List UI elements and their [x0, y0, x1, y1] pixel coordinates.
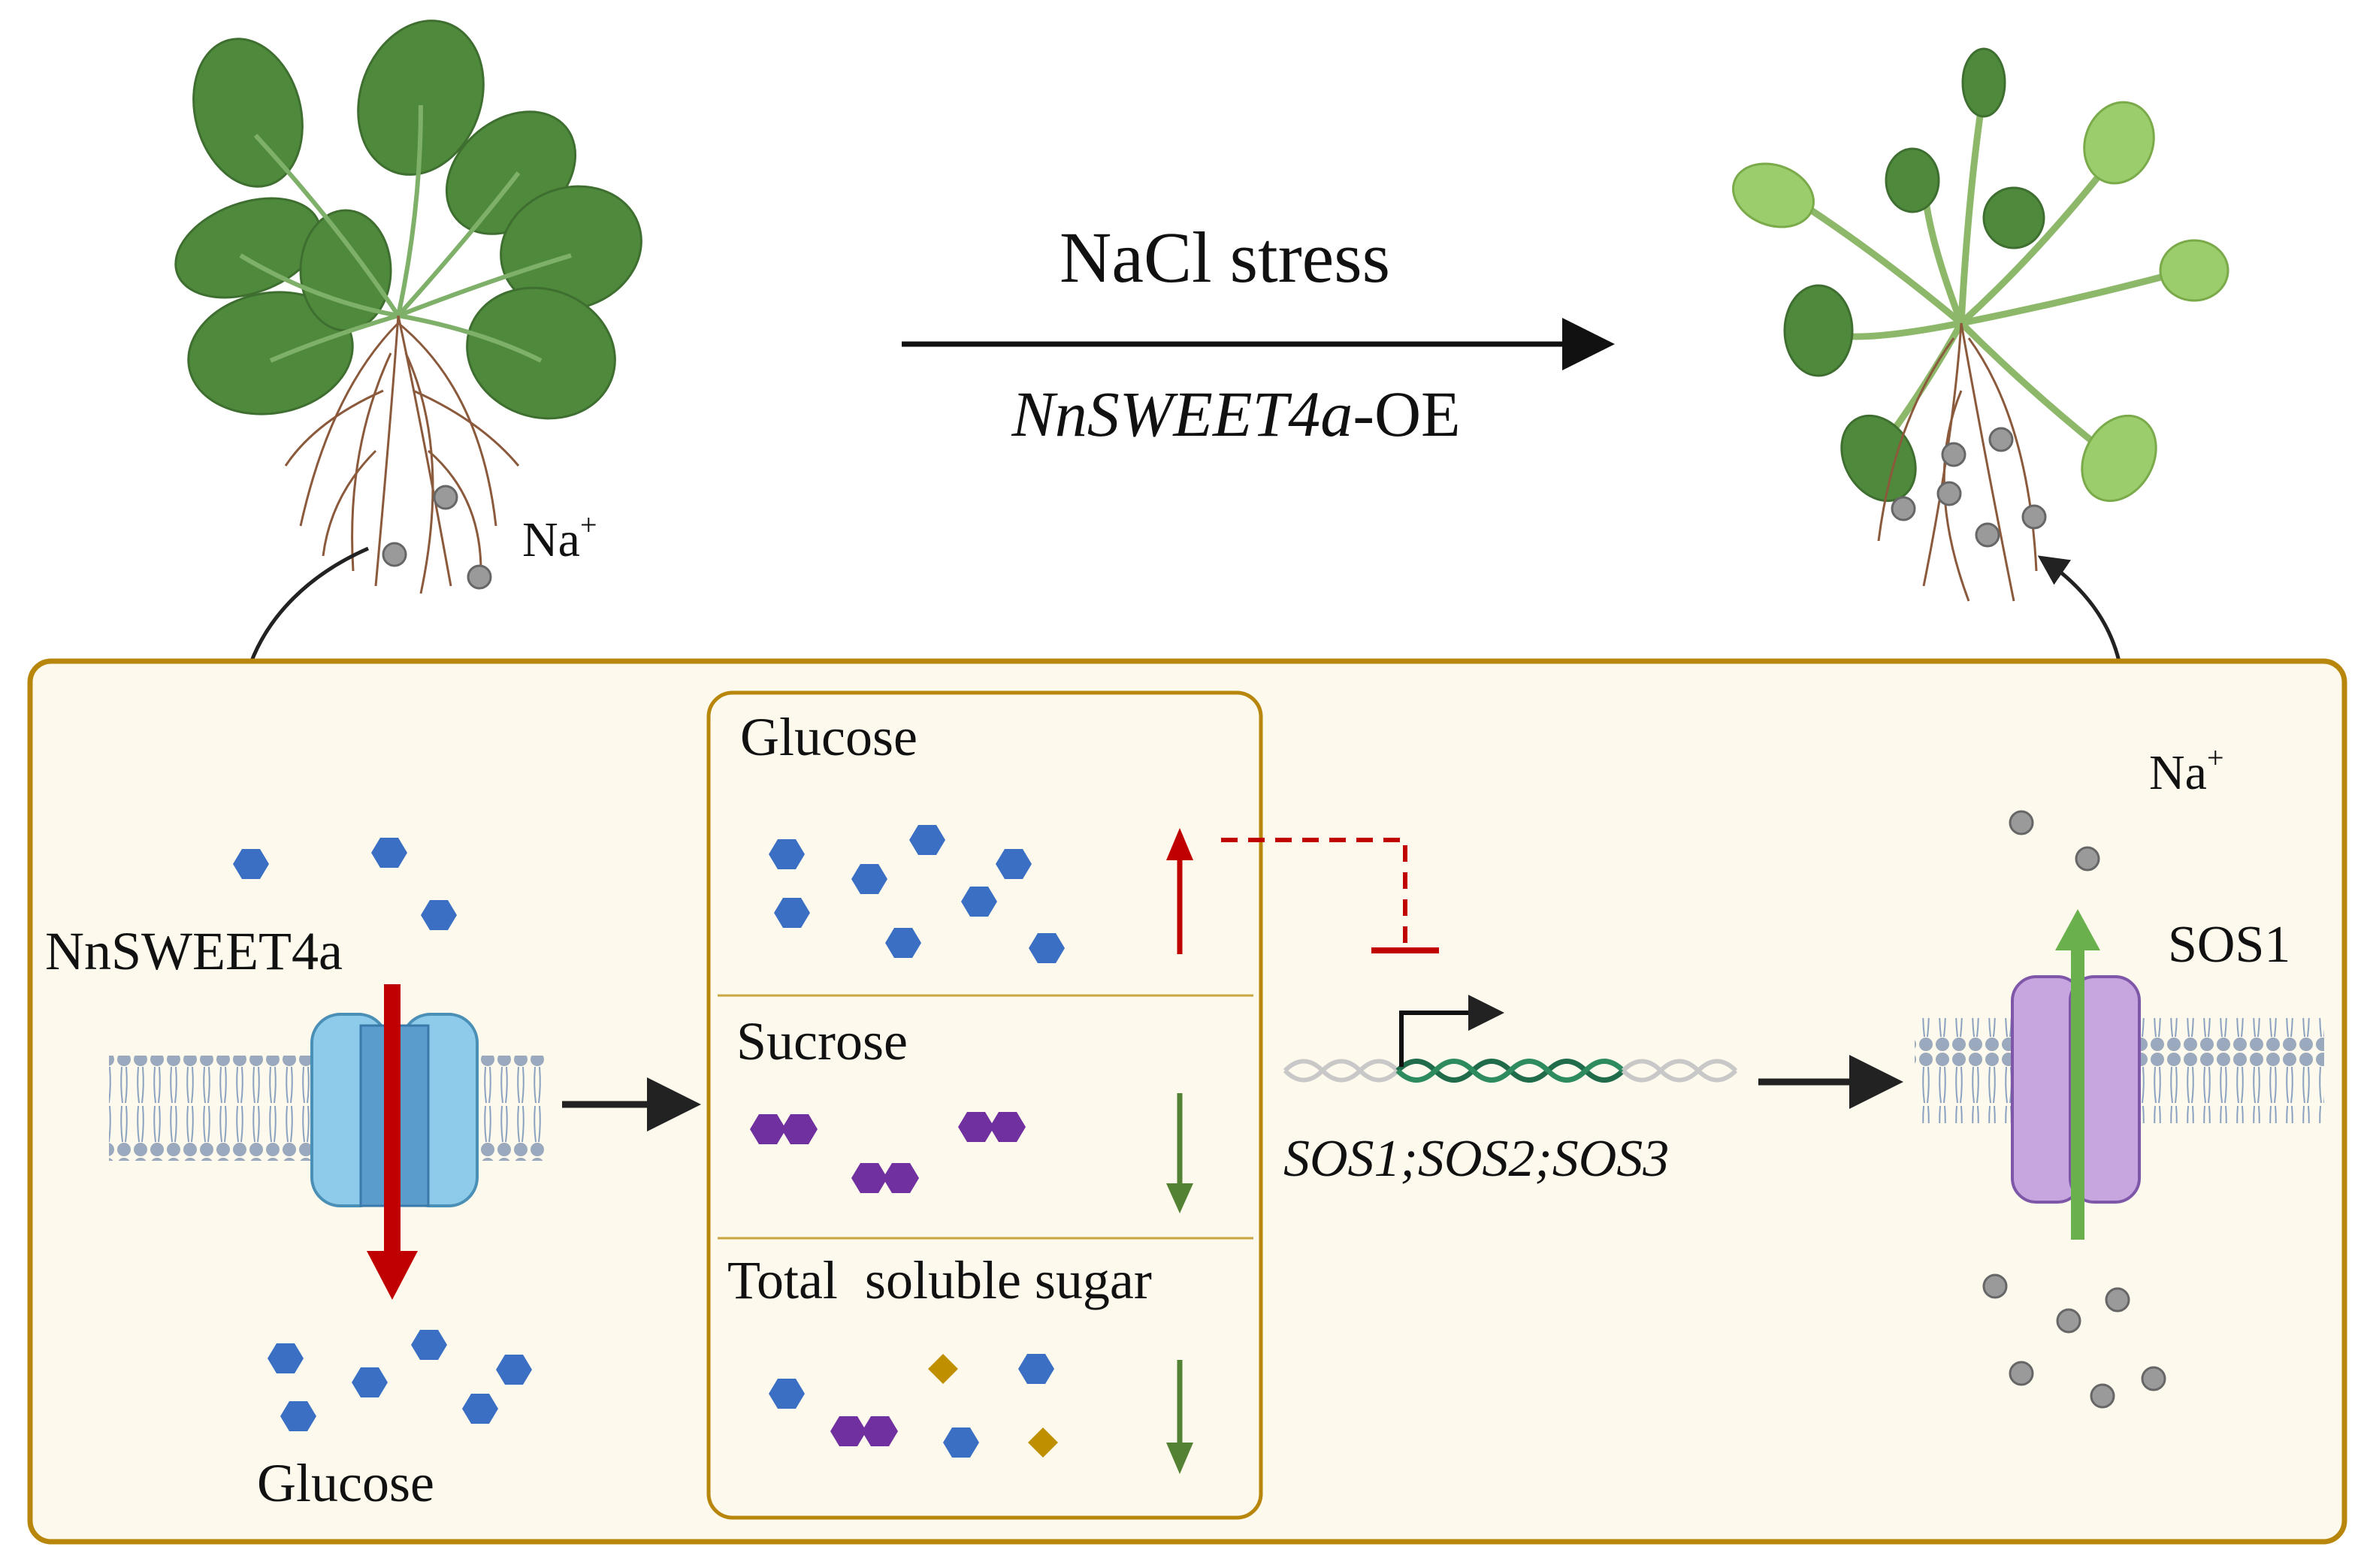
sucrose-icon — [750, 1112, 1026, 1193]
sugar-total-label: Total soluble sugar — [727, 1250, 1152, 1310]
sodium-ion-icon — [382, 485, 492, 590]
process-label: NaCl stress — [1060, 217, 1390, 298]
plant-stressed-icon — [1732, 47, 2229, 602]
glucose-pool — [769, 825, 1065, 963]
sugar-glucose-label: Glucose — [740, 707, 917, 767]
sos1-label: SOS1 — [2168, 916, 2290, 974]
dna-promoter-icon — [1283, 995, 1738, 1083]
sodium-ion-icon — [1891, 427, 2047, 548]
sodium-inside — [1982, 1273, 2166, 1409]
sodium-outside — [2009, 810, 2100, 872]
total-trend-arrowhead — [1166, 1443, 1193, 1474]
glucose-transport-arrowhead — [367, 1251, 418, 1300]
sugar-sucrose-label: Sucrose — [736, 1011, 908, 1071]
plant-healthy-icon — [174, 20, 642, 594]
transporter-label: NnSWEET4a — [45, 921, 343, 981]
sucrose-trend-arrowhead — [1166, 1183, 1193, 1213]
glucose-trend-arrowhead — [1166, 828, 1193, 860]
sugar-box — [706, 690, 1263, 1520]
overexpression-label: NnSWEET4a-OE — [1011, 378, 1460, 450]
sodium-efflux-arrowhead — [2055, 909, 2100, 950]
glucose-cluster-bottom — [268, 1330, 532, 1431]
sos-genes-label: SOS1;SOS2;SOS3 — [1283, 1130, 1669, 1188]
glucose-out-label: Glucose — [257, 1453, 434, 1513]
total-sugar-pool — [769, 1354, 1058, 1458]
sodium-label-left: Na+ — [522, 508, 597, 567]
glucose-cluster-top — [233, 838, 457, 930]
inhibition-line — [1221, 838, 1407, 950]
sodium-label-right: Na+ — [2149, 741, 2224, 800]
sos1-transporter — [2011, 975, 2141, 1204]
